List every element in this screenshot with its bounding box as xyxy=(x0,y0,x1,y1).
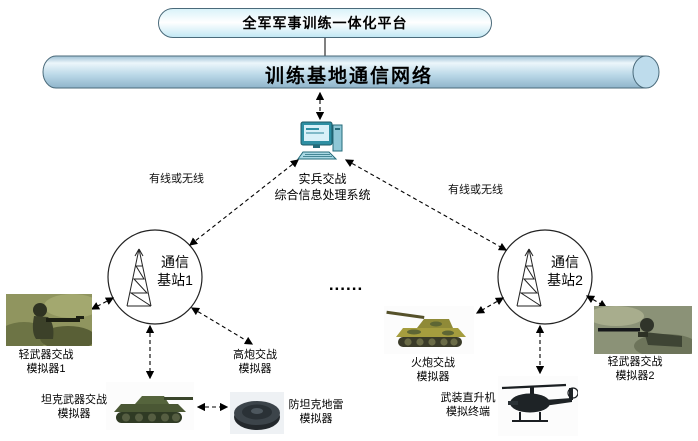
backbone-cylinder xyxy=(42,55,660,89)
helicopter-photo xyxy=(498,376,578,436)
artillery-photo xyxy=(384,306,474,354)
backbone-title: 训练基地通信网络 xyxy=(264,66,433,87)
station1-line1: 通信 xyxy=(161,254,189,270)
antenna-tower-icon-2 xyxy=(512,246,546,308)
light-weapons-sim1-label: 轻武器交战 模拟器1 xyxy=(18,349,74,375)
processor-label-line1: 实兵交战 xyxy=(298,172,347,186)
helicopter-terminal-label: 武装直升机 模拟终端 xyxy=(440,392,496,418)
ellipsis-separator: ...... xyxy=(328,275,364,294)
dashed-connection-arrows xyxy=(90,91,608,412)
base-station-2-circle xyxy=(497,229,593,325)
antenna-tower-icon-1 xyxy=(122,246,156,308)
artillery-sim-label: 火炮交战 模拟器 xyxy=(411,357,455,383)
arrow-station1-light1 xyxy=(90,297,115,310)
station2-line1: 通信 xyxy=(551,254,579,270)
arrow-station1-aagun xyxy=(190,307,254,345)
aa-gun-sim-label: 高炮交战 模拟器 xyxy=(233,349,277,375)
arrow-processor-station2 xyxy=(344,159,508,251)
light-weapons-sim2-label: 轻武器交战 模拟器2 xyxy=(607,356,663,382)
station1-line2: 基站1 xyxy=(157,272,193,289)
tank-weapons-sim-label: 坦克武器交战 模拟器 xyxy=(41,394,107,420)
tank-photo xyxy=(106,382,194,430)
computer-icon xyxy=(296,120,344,162)
soldier-photo-1 xyxy=(6,294,92,346)
arrow-processor-station1 xyxy=(189,159,299,246)
link-label-left: 有线或无线 xyxy=(149,173,204,185)
soldier-photo-2 xyxy=(594,306,692,354)
arrow-station2-light2 xyxy=(585,295,608,308)
base-station-1-circle xyxy=(107,229,203,325)
station2-line2: 基站2 xyxy=(547,272,583,289)
base-station-1-label: 通信 基站1 xyxy=(152,253,198,289)
arrow-station2-artillery xyxy=(475,297,505,314)
processor-label: 实兵交战 综合信息处理系统 xyxy=(245,172,400,203)
cylinder-end-cap xyxy=(632,55,660,89)
platform-box: 全军军事训练一体化平台 xyxy=(158,8,492,38)
link-label-right: 有线或无线 xyxy=(448,184,503,196)
processor-label-line2: 综合信息处理系统 xyxy=(274,187,371,202)
base-station-2-label: 通信 基站2 xyxy=(542,253,588,289)
anti-tank-mine-photo xyxy=(230,392,284,434)
platform-title: 全军军事训练一体化平台 xyxy=(242,15,408,31)
anti-tank-mine-sim-label: 防坦克地雷 模拟器 xyxy=(288,399,344,425)
